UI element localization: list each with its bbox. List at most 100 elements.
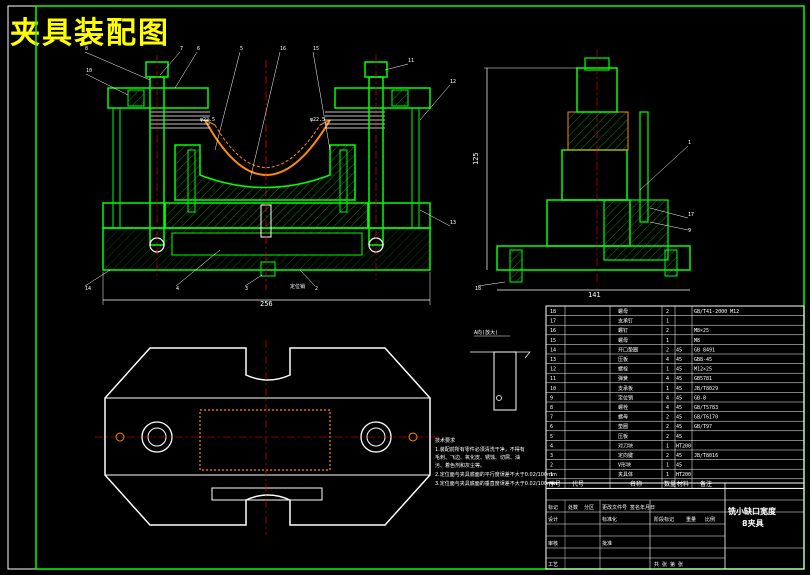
side-view: 141 125 bbox=[472, 50, 691, 299]
section-a-view: A向(放大) bbox=[470, 329, 531, 411]
bom-cell: GB8-45 bbox=[694, 357, 712, 363]
bom-cell: 2 bbox=[666, 347, 669, 353]
bom-cell: 4 bbox=[666, 405, 669, 411]
bom-cell: 45 bbox=[676, 463, 682, 469]
part-balloon: 18 bbox=[475, 286, 481, 292]
bom-cell: 45 bbox=[676, 405, 682, 411]
front-view: 256 定位销 φ22.5 φ22.5 bbox=[84, 51, 451, 308]
bom-cell: V形块 bbox=[618, 462, 631, 469]
bom-cell: GB/T97 bbox=[694, 424, 712, 430]
bom-cell: 2 bbox=[666, 434, 669, 440]
tech-note-line: 毛刺、飞边、氧化皮、锈蚀、切屑、油 bbox=[435, 454, 520, 461]
dim-side-width: 141 bbox=[588, 291, 601, 299]
base-slot bbox=[171, 232, 363, 256]
bom-cell: GB/T6170 bbox=[694, 415, 718, 421]
bom-cell: 11 bbox=[550, 376, 556, 382]
bom-cell: 2 bbox=[666, 309, 669, 315]
bom-cell: 1 bbox=[666, 338, 669, 344]
dim-front-width: 256 bbox=[260, 300, 273, 308]
bom-cell: GB/T5783 bbox=[694, 405, 718, 411]
bom-cell: 定位销 bbox=[618, 394, 633, 401]
part-balloon: 6 bbox=[197, 46, 200, 52]
bom-cell: 1 bbox=[666, 443, 669, 449]
bom-cell: 14 bbox=[550, 347, 556, 353]
bom-cell: 螺母 bbox=[618, 337, 628, 344]
top-workpiece bbox=[199, 409, 331, 471]
title-block-label: 共 张 第 张 bbox=[654, 561, 683, 568]
title-block-label: 更改文件号 bbox=[602, 504, 627, 511]
bom-cell: 定向键 bbox=[618, 452, 633, 459]
bom-cell: GB 8491 bbox=[694, 347, 715, 353]
part-balloon: 14 bbox=[85, 286, 91, 292]
part-balloon: 2 bbox=[315, 286, 318, 292]
bom-cell: 螺母 bbox=[618, 308, 628, 315]
bom-cell: 1 bbox=[666, 463, 669, 469]
bom-cell: 2 bbox=[666, 453, 669, 459]
bom-cell: 3 bbox=[550, 453, 553, 459]
bom-cell: 螺母 bbox=[618, 414, 628, 421]
title-block-label: 分区 bbox=[584, 504, 594, 511]
tech-note-line: 污、着色剂和灰尘等。 bbox=[435, 462, 485, 469]
bom-header-cell: 序号 bbox=[549, 480, 561, 488]
part-balloon: 15 bbox=[313, 46, 319, 52]
bom-cell: 支承板 bbox=[618, 385, 633, 392]
inner-border bbox=[35, 5, 805, 570]
bom-cell: 垫圈 bbox=[618, 423, 628, 430]
bom-cell: 16 bbox=[550, 328, 556, 334]
section-label: A向(放大) bbox=[474, 329, 498, 336]
bom-cell: 45 bbox=[676, 386, 682, 392]
bom-cell: 8 bbox=[550, 405, 553, 411]
bom-cell: 45 bbox=[676, 415, 682, 421]
title-block-label: 工艺 bbox=[548, 562, 558, 568]
bom-cell: 开口垫圈 bbox=[618, 346, 638, 353]
part-balloon: 13 bbox=[450, 220, 456, 226]
bom-cell: GB/T41-2000 M12 bbox=[694, 309, 739, 315]
top-body-outline bbox=[104, 347, 431, 526]
bom-cell: 2 bbox=[666, 328, 669, 334]
bom-cell: 1 bbox=[666, 386, 669, 392]
bom-cell: 压板 bbox=[618, 433, 628, 440]
bom-header-cell: 备注 bbox=[700, 480, 712, 488]
title-block-label: 年月日 bbox=[640, 504, 655, 511]
title-block-label: 审核 bbox=[548, 540, 558, 547]
bom-cell: M12×25 bbox=[694, 367, 712, 373]
bom-cell: 夹具体 bbox=[618, 471, 633, 478]
title-block-label: 阶段标记 bbox=[654, 516, 674, 523]
bom-cell: 12 bbox=[550, 367, 556, 373]
bom-cell: 支承钉 bbox=[618, 318, 633, 325]
bom-cell: HT200 bbox=[676, 443, 691, 449]
bom-cell: M8×25 bbox=[694, 328, 709, 334]
bom-cell: GB5781 bbox=[694, 376, 712, 382]
part-balloon: 16 bbox=[280, 46, 286, 52]
v-block bbox=[174, 144, 356, 201]
part-balloon: 11 bbox=[408, 58, 414, 64]
tb-part-name: 铣小缺口宽度 bbox=[728, 506, 777, 516]
title-block-label: 标记 bbox=[548, 504, 558, 511]
bom-cell: HT200 bbox=[676, 472, 691, 478]
bom-header-cell: 名称 bbox=[630, 480, 642, 488]
title-block: 铣小缺口宽度 8夹具 标记处数分区更改文件号签名年月日设计标准化阶段标记重量比例… bbox=[545, 482, 805, 570]
title-block-label: 处数 bbox=[568, 504, 578, 511]
part-balloon: 10 bbox=[86, 68, 92, 74]
bom-cell: 6 bbox=[550, 424, 553, 430]
bom-cell: 45 bbox=[676, 367, 682, 373]
workpiece-arc bbox=[204, 119, 331, 176]
bom-cell: 4 bbox=[666, 395, 669, 401]
title-block-label: 重量 bbox=[686, 516, 696, 523]
bom-cell: 4 bbox=[550, 443, 553, 449]
tech-note-line: 2.定位面与夹具底面的平行度误差不大于0.02/100mm bbox=[435, 471, 557, 478]
bom-header-cell: 数量 bbox=[664, 480, 676, 488]
dim-side-height: 125 bbox=[472, 152, 480, 165]
bom-cell: 10 bbox=[550, 386, 556, 392]
bom-header-cell: 代号 bbox=[572, 480, 584, 488]
bom-cell: 2 bbox=[550, 463, 553, 469]
bom-cell: 4 bbox=[666, 376, 669, 382]
title-block-label: 比例 bbox=[705, 516, 715, 523]
tech-notes: 技术要求 1.装配前所有零件必须清洗干净，不得有 毛刺、飞边、氧化皮、锈蚀、切屑… bbox=[435, 437, 557, 487]
part-balloon: 7 bbox=[180, 46, 183, 52]
bom-cell: 螺栓 bbox=[618, 366, 628, 373]
bom-cell: 45 bbox=[676, 376, 682, 382]
tech-note-line: 3.定位面与夹具底面的垂直度误差不大于0.02/100mm bbox=[435, 480, 557, 487]
